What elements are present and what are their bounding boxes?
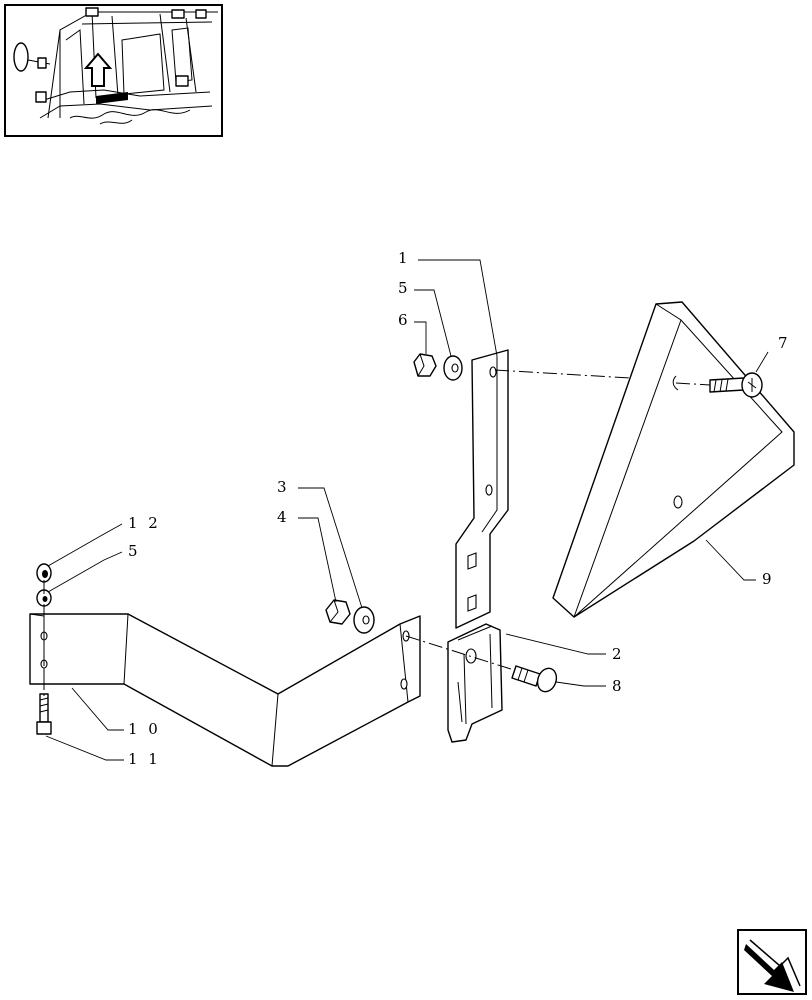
callout-11: 1 1 — [128, 750, 161, 768]
callout-3: 3 — [277, 478, 290, 496]
arm-bracket-part — [29, 613, 421, 767]
callout-5-upper: 5 — [398, 279, 411, 297]
lower-clip-part — [447, 623, 503, 743]
callout-6: 6 — [398, 311, 411, 329]
callout-9: 9 — [762, 570, 775, 588]
assembly-centerlines — [43, 369, 711, 700]
callout-2: 2 — [612, 645, 625, 663]
washer-part-5-upper — [443, 355, 463, 381]
bolt-part-11 — [36, 693, 52, 735]
callout-4: 4 — [277, 508, 290, 526]
bolt-part-8 — [511, 665, 558, 693]
triangle-reflector-part — [552, 301, 795, 618]
callout-12: 1 2 — [128, 514, 161, 532]
callout-7: 7 — [778, 334, 791, 352]
callout-1: 1 — [398, 249, 411, 267]
callout-10: 1 0 — [128, 720, 161, 738]
callout-leader-lines — [45, 259, 769, 761]
callout-5-left: 5 — [128, 542, 141, 560]
nut-part-6 — [413, 353, 437, 377]
bolt-part-7 — [709, 372, 763, 398]
upper-bracket-part — [455, 349, 509, 629]
callout-8: 8 — [612, 677, 625, 695]
next-page-arrow-icon[interactable] — [737, 929, 807, 995]
nut-part-3 — [325, 599, 351, 625]
nut-part-12 — [36, 563, 52, 583]
tractor-cab-locator-icon[interactable] — [4, 4, 223, 137]
washer-part-4 — [353, 606, 375, 634]
